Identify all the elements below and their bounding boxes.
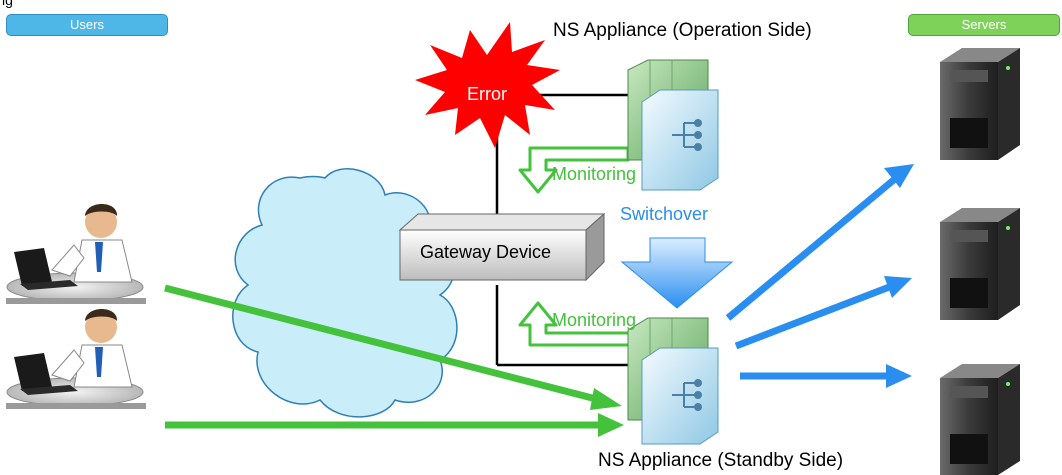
- user-traffic-arrows: [164, 284, 624, 437]
- ns-standby-label: NS Appliance (Standby Side): [598, 450, 844, 471]
- server-traffic-arrows: [725, 164, 914, 388]
- gateway-device-box: [398, 212, 606, 282]
- monitoring-arrow-down-icon: [518, 146, 630, 194]
- ns-operation-label: NS Appliance (Operation Side): [553, 20, 812, 41]
- monitoring-top-label: Monitoring: [552, 164, 637, 184]
- error-label: Error: [467, 84, 507, 104]
- monitoring-bottom-label: Monitoring: [552, 310, 637, 330]
- user-at-computer-icon: [6, 204, 146, 304]
- user-at-computer-icon: [6, 309, 146, 409]
- monitoring-arrow-up-icon: [518, 301, 642, 347]
- users-label: Users: [6, 14, 168, 36]
- server-tower-icon: [940, 48, 1020, 160]
- server-tower-icon: [940, 208, 1020, 320]
- servers-label: Servers: [908, 14, 1060, 36]
- gateway-device-label: Gateway Device: [420, 242, 552, 262]
- switchover-label: Switchover: [620, 204, 709, 224]
- switchover-arrow-icon: [620, 237, 734, 309]
- ns-appliance-standby-icon: [627, 317, 719, 445]
- ns-appliance-operation-icon: [627, 59, 719, 191]
- error-burst-icon: [415, 22, 560, 148]
- server-tower-icon: [940, 364, 1020, 475]
- top-text-fragment: ig: [2, 0, 13, 8]
- network-cloud-icon: [232, 168, 458, 418]
